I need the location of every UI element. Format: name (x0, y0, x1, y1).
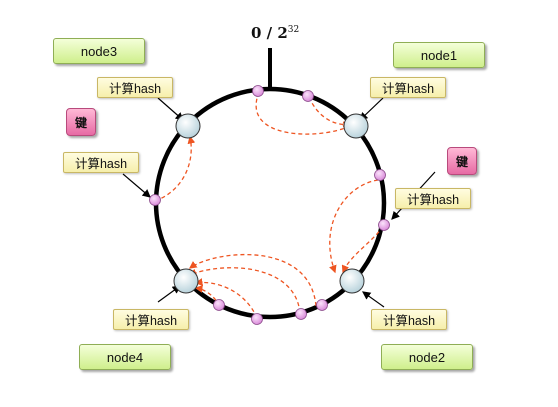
node3-box: node3 (53, 38, 145, 64)
hash-label-key-left: 计算hash (63, 152, 139, 173)
node4-box: node4 (79, 344, 171, 370)
hash-label-node2: 计算hash (371, 309, 447, 330)
key-box-left: 键 (66, 108, 96, 136)
node3-position (175, 113, 201, 139)
pointer-node2 (362, 291, 385, 308)
arrow-obj-to-node1-a (255, 91, 352, 135)
node1-box: node1 (393, 42, 485, 68)
object-dot (295, 308, 307, 320)
object-dot (374, 169, 386, 181)
hash-label-node3: 计算hash (97, 77, 173, 98)
object-dot (378, 219, 390, 231)
node2-box: node2 (381, 344, 473, 370)
object-dot (316, 299, 328, 311)
hash-label-key-right: 计算hash (395, 188, 471, 209)
object-dot (302, 90, 314, 102)
object-dot (251, 313, 263, 325)
object-dot (252, 85, 264, 97)
key-box-right: 键 (447, 147, 477, 175)
node1-position (343, 113, 369, 139)
object-dot (149, 194, 161, 206)
pointer-key-left (122, 173, 151, 198)
arrow-obj-to-node2-b (341, 225, 384, 274)
pointer-node3 (157, 97, 184, 121)
arrow-obj-to-node4-b (188, 267, 301, 314)
arrow-obj-to-node4-c (194, 278, 258, 319)
arrow-obj-to-node2-a (329, 179, 379, 274)
object-dot (213, 299, 225, 311)
node2-position (339, 268, 365, 294)
arrow-key-to-node3 (154, 135, 196, 202)
arrow-obj-to-node4-a (188, 253, 317, 307)
hash-label-node1: 计算hash (370, 77, 446, 98)
hash-label-node4: 计算hash (113, 309, 189, 330)
node4-position (173, 268, 199, 294)
ring-origin-label: 0 / 232 (251, 24, 300, 42)
arrow-obj-to-node1-b (308, 96, 352, 130)
